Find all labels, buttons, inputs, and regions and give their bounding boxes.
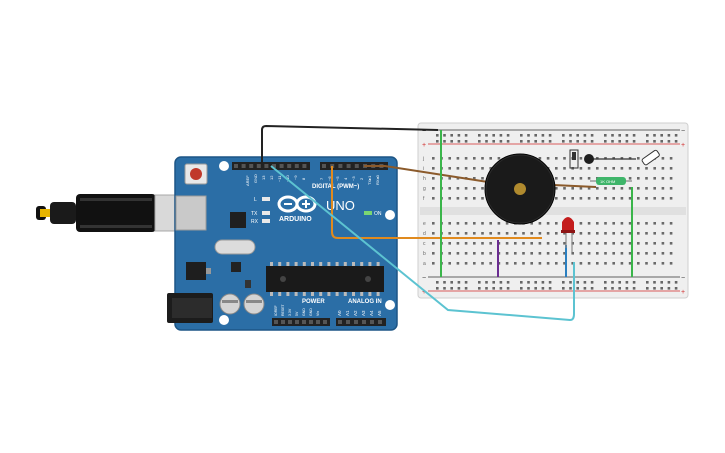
rail-plus-label: + [681, 142, 685, 149]
row-letter-c: c [423, 241, 426, 247]
led-tx-label: TX [251, 211, 258, 217]
analog-pin-label: A2 [353, 310, 358, 316]
arduino-uno-board[interactable]: L TX RX ON UNO ARDUINO DIGITAL (PWM~) AR… [167, 156, 398, 331]
power-pin-label: RESET [281, 303, 285, 316]
reset-button[interactable] [184, 163, 208, 185]
row-letter-e: e [423, 221, 426, 227]
pin-label-1: TX▸1 [367, 175, 372, 185]
crystal-oscillator [214, 239, 256, 255]
analog-header-label: ANALOG IN [348, 299, 382, 305]
pin-label-13: 13 [261, 175, 266, 180]
analog-pin-label: A5 [377, 310, 382, 316]
wire-black-gnd[interactable] [261, 124, 439, 164]
power-header[interactable] [272, 318, 330, 326]
row-letter-b: b [423, 251, 426, 257]
power-pin-label: Vin [316, 311, 320, 316]
resistor-1k[interactable]: 1K OHM [590, 177, 632, 185]
row-letter-d: d [423, 231, 426, 237]
brand-label: ARDUINO [279, 216, 312, 223]
power-header-label: POWER [302, 299, 325, 305]
mounting-hole [385, 210, 395, 220]
pin-label-3: ~3 [351, 176, 356, 181]
atmega-chip [266, 262, 384, 296]
on-label: ON [374, 211, 382, 217]
rail-minus-label: − [681, 128, 685, 135]
capacitor [219, 293, 241, 315]
power-pin-label: 5V [295, 311, 299, 316]
pin-label-12: 12 [269, 175, 274, 180]
pin-label-6: ~6 [327, 176, 332, 181]
arduino-logo [277, 195, 317, 213]
piezo-buzzer[interactable] [484, 153, 556, 225]
analog-pin-label: A4 [369, 310, 374, 316]
pin-label-aref: AREF [245, 175, 250, 186]
wire-cyan-pin[interactable] [270, 165, 575, 322]
model-label: UNO [326, 198, 355, 213]
red-led[interactable] [561, 217, 575, 252]
breadboard[interactable]: − + − + − + − + j i h g f e d c b a [417, 122, 689, 299]
rail-minus-label: − [422, 275, 426, 282]
row-letter-i: i [423, 166, 424, 172]
wire-orange-pin[interactable] [331, 166, 542, 239]
led-rx-label: RX [251, 219, 259, 225]
pin-label-2: 2 [359, 177, 364, 180]
row-letter-a: a [423, 261, 426, 267]
pin-label-8: 8 [301, 177, 306, 180]
mounting-hole [385, 300, 395, 310]
analog-pin-label: A0 [337, 310, 342, 316]
analog-header[interactable] [336, 318, 386, 326]
row-letter-f: f [423, 196, 425, 202]
bottom-pin-holes [274, 320, 382, 324]
power-pin-label: GND [309, 308, 313, 316]
power-pin-label: 3.3V [288, 308, 292, 316]
power-pin-label: GND [302, 308, 306, 316]
rail-plus-label: + [681, 289, 685, 296]
rail-plus-label: + [422, 289, 426, 296]
pin-label-9: ~9 [293, 175, 298, 180]
analog-pin-label: A3 [361, 310, 366, 316]
power-jack [167, 293, 213, 323]
power-pin-label: IOREF [274, 305, 278, 316]
rail-minus-label: − [681, 275, 685, 282]
rail-minus-label: − [422, 128, 426, 135]
pin-label-gnd: GND [253, 174, 258, 183]
analog-pin-label: A1 [345, 310, 350, 316]
resistor-label: 1K OHM [600, 179, 615, 184]
rail-plus-label: + [422, 142, 426, 149]
mounting-hole [219, 161, 229, 171]
led-l-label: L [254, 197, 257, 203]
pin-label-11: ~11 [277, 175, 282, 182]
pin-label-7: 7 [319, 177, 324, 180]
pin-label-0: RX◂0 [375, 174, 380, 185]
row-letter-g: g [423, 186, 426, 192]
digital-header-label: DIGITAL (PWM~) [312, 184, 359, 190]
slide-switch[interactable] [569, 149, 579, 169]
row-letter-h: h [423, 176, 426, 182]
mounting-hole [219, 315, 229, 325]
row-letter-j: j [422, 156, 424, 162]
breadboard-holes [432, 134, 678, 290]
tilt-sensor[interactable] [584, 149, 660, 166]
capacitor [243, 293, 265, 315]
pin-label-5: ~5 [335, 176, 340, 181]
pin-label-4: 4 [343, 177, 348, 180]
